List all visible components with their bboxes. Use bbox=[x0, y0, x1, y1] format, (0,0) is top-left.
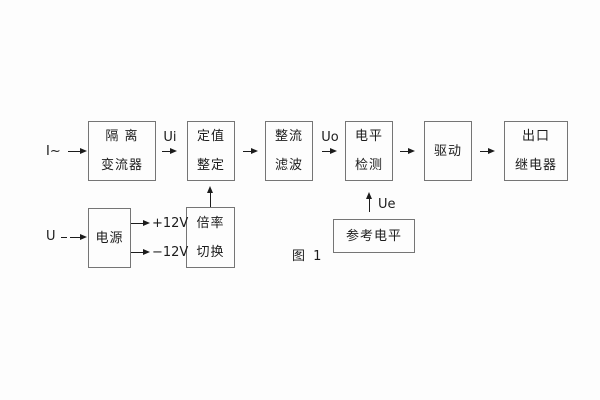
signal-plus12v-label: +12V bbox=[152, 216, 189, 231]
figure-caption: 图 1 bbox=[292, 249, 324, 264]
block-power-label: 电源 bbox=[95, 230, 124, 246]
input-current-label: I~ bbox=[46, 144, 61, 159]
arrow-power-plus12 bbox=[131, 220, 150, 226]
block-level-line2: 检测 bbox=[354, 158, 383, 173]
arrow-level-to-drive bbox=[400, 148, 415, 154]
arrow-voltage-to-power bbox=[70, 234, 87, 240]
arrow-rectifier-to-level bbox=[322, 148, 337, 154]
block-multiplier-line2: 切换 bbox=[196, 244, 225, 260]
signal-uo-label: Uo bbox=[321, 130, 339, 145]
arrow-power-minus12 bbox=[131, 249, 150, 255]
input-voltage-label: U bbox=[46, 229, 56, 244]
signal-ui-label: Ui bbox=[163, 130, 177, 145]
block-output-relay-line1: 出口 bbox=[521, 129, 550, 144]
arrow-multiplier-to-setting bbox=[207, 186, 213, 207]
block-output-relay: 出口 继电器 bbox=[504, 121, 568, 181]
block-setting-line2: 整定 bbox=[196, 158, 225, 173]
dash-voltage-lead bbox=[61, 237, 67, 238]
block-multiplier-switch: 倍率 切换 bbox=[186, 207, 235, 268]
signal-minus12v-label: −12V bbox=[152, 245, 189, 260]
arrow-drive-to-relay bbox=[480, 148, 495, 154]
block-level-line1: 电平 bbox=[354, 129, 383, 144]
block-setting-adjust: 定值 整定 bbox=[187, 121, 235, 181]
block-reference-level: 参考电平 bbox=[333, 219, 415, 253]
block-rectifier-line2: 滤波 bbox=[274, 158, 303, 173]
block-setting-line1: 定值 bbox=[196, 129, 225, 144]
arrow-reference-to-level bbox=[366, 192, 372, 212]
signal-ue-label: Ue bbox=[378, 197, 396, 212]
block-reference-label: 参考电平 bbox=[345, 228, 402, 244]
block-isolation-line2: 变流器 bbox=[100, 158, 143, 173]
block-isolation-line1: 隔 离 bbox=[105, 129, 139, 144]
block-rectifier-line1: 整流 bbox=[274, 129, 303, 144]
arrow-isolation-to-setting bbox=[162, 148, 177, 154]
block-output-relay-line2: 继电器 bbox=[514, 158, 557, 173]
block-level-detect: 电平 检测 bbox=[345, 121, 393, 181]
block-isolation-transformer: 隔 离 变流器 bbox=[88, 121, 156, 181]
block-drive: 驱动 bbox=[424, 121, 472, 181]
block-multiplier-line1: 倍率 bbox=[196, 215, 225, 231]
block-power-supply: 电源 bbox=[88, 208, 131, 268]
block-rectifier-filter: 整流 滤波 bbox=[265, 121, 313, 181]
block-drive-label: 驱动 bbox=[433, 143, 462, 159]
arrow-current-to-isolation bbox=[68, 148, 87, 154]
arrow-setting-to-rectifier bbox=[243, 148, 258, 154]
